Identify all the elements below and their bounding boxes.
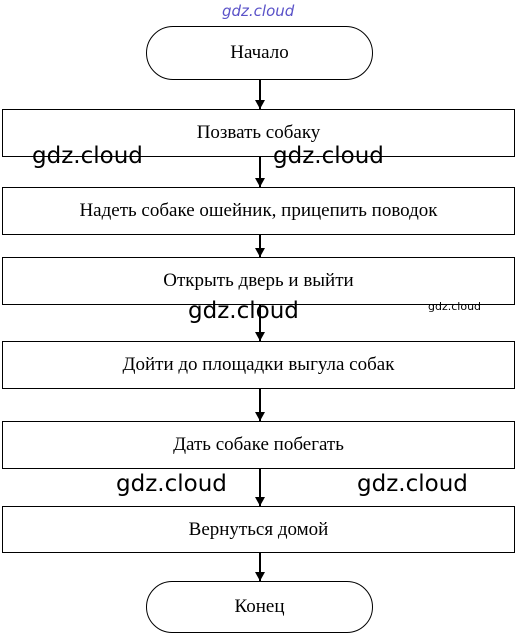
- end-label: Конец: [234, 596, 285, 617]
- watermark: gdz.cloud: [357, 471, 468, 497]
- step-6-box: Вернуться домой: [2, 506, 515, 553]
- arrow-step-5-to-step-6: [255, 469, 265, 506]
- arrow-step-2-to-step-3: [255, 235, 265, 257]
- step-1-box: Позвать собаку: [2, 109, 515, 157]
- step-5-box: Дать собаке побегать: [2, 421, 515, 469]
- step-3-label: Открыть дверь и выйти: [163, 270, 354, 291]
- end-terminal: Конец: [146, 581, 373, 633]
- watermark: gdz.cloud: [222, 2, 295, 20]
- step-3-box: Открыть дверь и выйти: [2, 257, 515, 305]
- start-label: Начало: [230, 42, 289, 63]
- step-5-label: Дать собаке побегать: [173, 434, 344, 455]
- watermark: gdz.cloud: [428, 300, 482, 313]
- watermark: gdz.cloud: [116, 471, 227, 497]
- start-terminal: Начало: [146, 26, 373, 80]
- watermark: gdz.cloud: [273, 143, 384, 169]
- watermark: gdz.cloud: [32, 143, 143, 169]
- step-4-label: Дойти до площадки выгула собак: [122, 354, 395, 375]
- arrow-step-6-to-end: [255, 553, 265, 581]
- arrow-start-to-step-1: [255, 80, 265, 109]
- step-6-label: Вернуться домой: [188, 518, 329, 540]
- arrow-step-4-to-step-5: [255, 389, 265, 421]
- step-4-box: Дойти до площадки выгула собак: [2, 341, 515, 389]
- step-1-label: Позвать собаку: [196, 122, 321, 143]
- step-2-box: Надеть собаке ошейник, прицепить поводок: [2, 187, 515, 235]
- watermark: gdz.cloud: [188, 298, 299, 324]
- arrow-step-1-to-step-2: [255, 157, 265, 187]
- arrow-step-3-to-step-4: [255, 305, 265, 341]
- step-2-label: Надеть собаке ошейник, прицепить поводок: [79, 200, 438, 221]
